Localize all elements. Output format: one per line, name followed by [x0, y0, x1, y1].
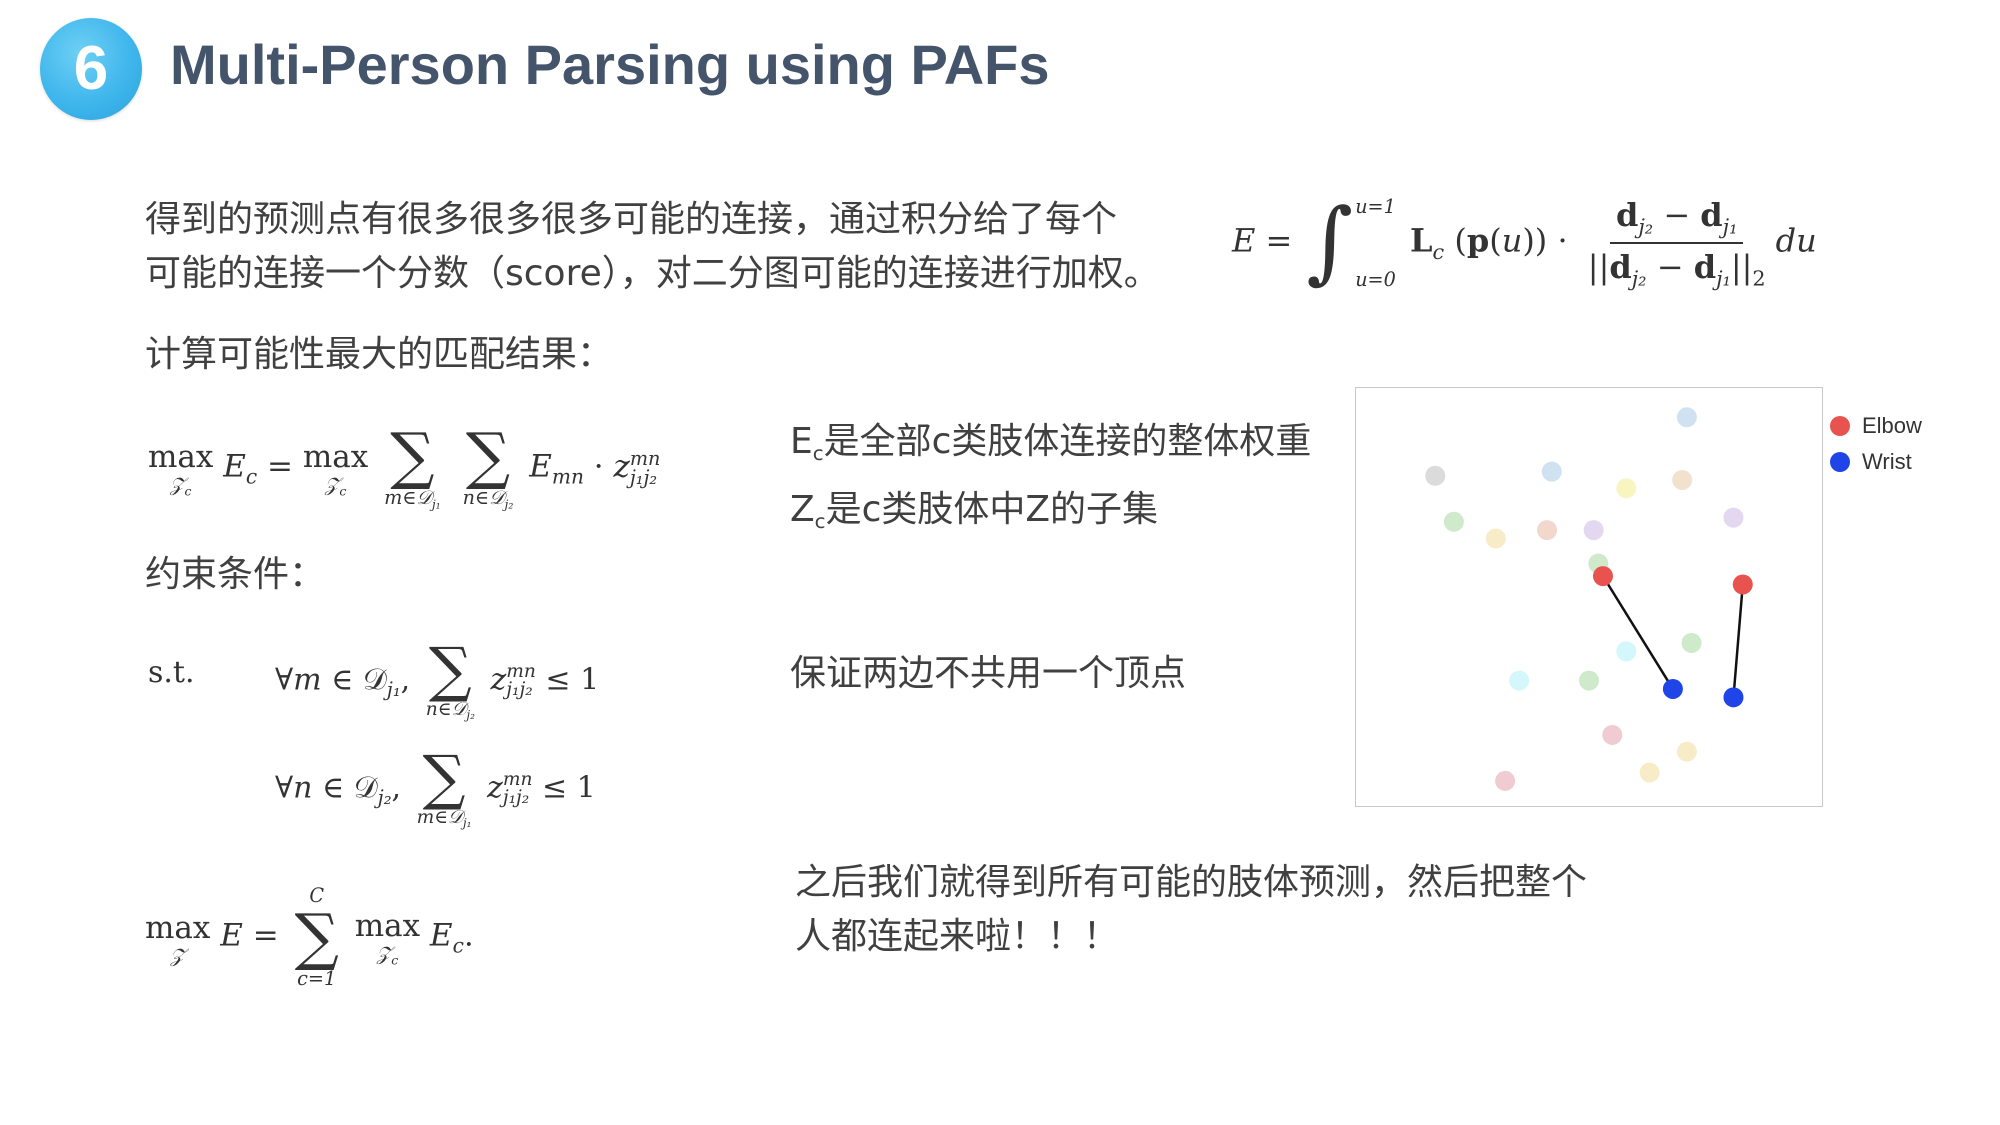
faded-point-2	[1541, 461, 1562, 482]
wrist-swatch	[1830, 452, 1850, 472]
plot-legend: Elbow Wrist	[1830, 408, 1922, 480]
faded-point-8	[1537, 520, 1558, 541]
faded-point-16	[1602, 724, 1623, 745]
ec-symbol: E	[790, 421, 813, 462]
faded-point-4	[1616, 478, 1637, 499]
slide-title: Multi-Person Parsing using PAFs	[170, 33, 1050, 96]
wrist-point-1	[1662, 678, 1683, 699]
intro-line-2: 可能的连接一个分数（score），对二分图可能的连接进行加权。	[145, 253, 1160, 294]
elbow-point-2	[1732, 574, 1753, 595]
faded-point-3	[1425, 465, 1446, 486]
legend-label-elbow: Elbow	[1862, 413, 1922, 438]
constraint-st-label: s.t.	[148, 655, 195, 690]
connection-line-2	[1732, 584, 1745, 698]
elbow-point-1	[1592, 566, 1613, 587]
legend-item-elbow: Elbow	[1830, 408, 1922, 444]
faded-point-12	[1681, 632, 1702, 653]
no-shared-vertex-text: 保证两边不共用一个顶点	[790, 653, 1187, 694]
faded-point-9	[1583, 520, 1604, 541]
bipartite-scatter-plot	[1355, 387, 1823, 807]
zc-description-text: 是c类肢体中Z的子集	[825, 489, 1159, 530]
faded-point-18	[1639, 762, 1660, 783]
ec-symbol-sub: c	[812, 441, 824, 465]
legend-item-wrist: Wrist	[1830, 444, 1922, 480]
zc-symbol-sub: c	[814, 509, 826, 533]
connection-line-1	[1601, 575, 1674, 690]
final-line-1: 之后我们就得到所有可能的肢体预测，然后把整个	[795, 862, 1588, 903]
scatter-svg	[1425, 407, 1753, 791]
faded-point-5	[1672, 469, 1693, 490]
final-line-2: 人都连起来啦！！！	[795, 916, 1120, 957]
faded-point-17	[1676, 741, 1697, 762]
faded-point-6	[1443, 511, 1464, 532]
wrist-point-2	[1723, 687, 1744, 708]
faded-point-7	[1485, 528, 1506, 549]
ec-description: Ec是全部c类肢体连接的整体权重	[790, 415, 1311, 481]
constraints-label: 约束条件：	[145, 554, 326, 595]
faded-point-19	[1495, 770, 1516, 791]
faded-point-14	[1509, 670, 1530, 691]
zc-description: Zc是c类肢体中Z的子集	[790, 483, 1158, 549]
faded-point-13	[1616, 641, 1637, 662]
slide-number: 6	[73, 34, 109, 103]
compute-max-label: 计算可能性最大的匹配结果：	[145, 334, 614, 375]
zc-symbol: Z	[790, 489, 815, 530]
intro-line-1: 得到的预测点有很多很多很多可能的连接，通过积分给了每个	[145, 199, 1118, 240]
faded-point-1	[1676, 407, 1697, 428]
legend-label-wrist: Wrist	[1862, 449, 1912, 474]
elbow-swatch	[1830, 416, 1850, 436]
ec-description-text: 是全部c类肢体连接的整体权重	[823, 421, 1312, 462]
faded-point-10	[1723, 507, 1744, 528]
slide-number-badge: 6	[40, 18, 142, 120]
faded-point-15	[1579, 670, 1599, 691]
